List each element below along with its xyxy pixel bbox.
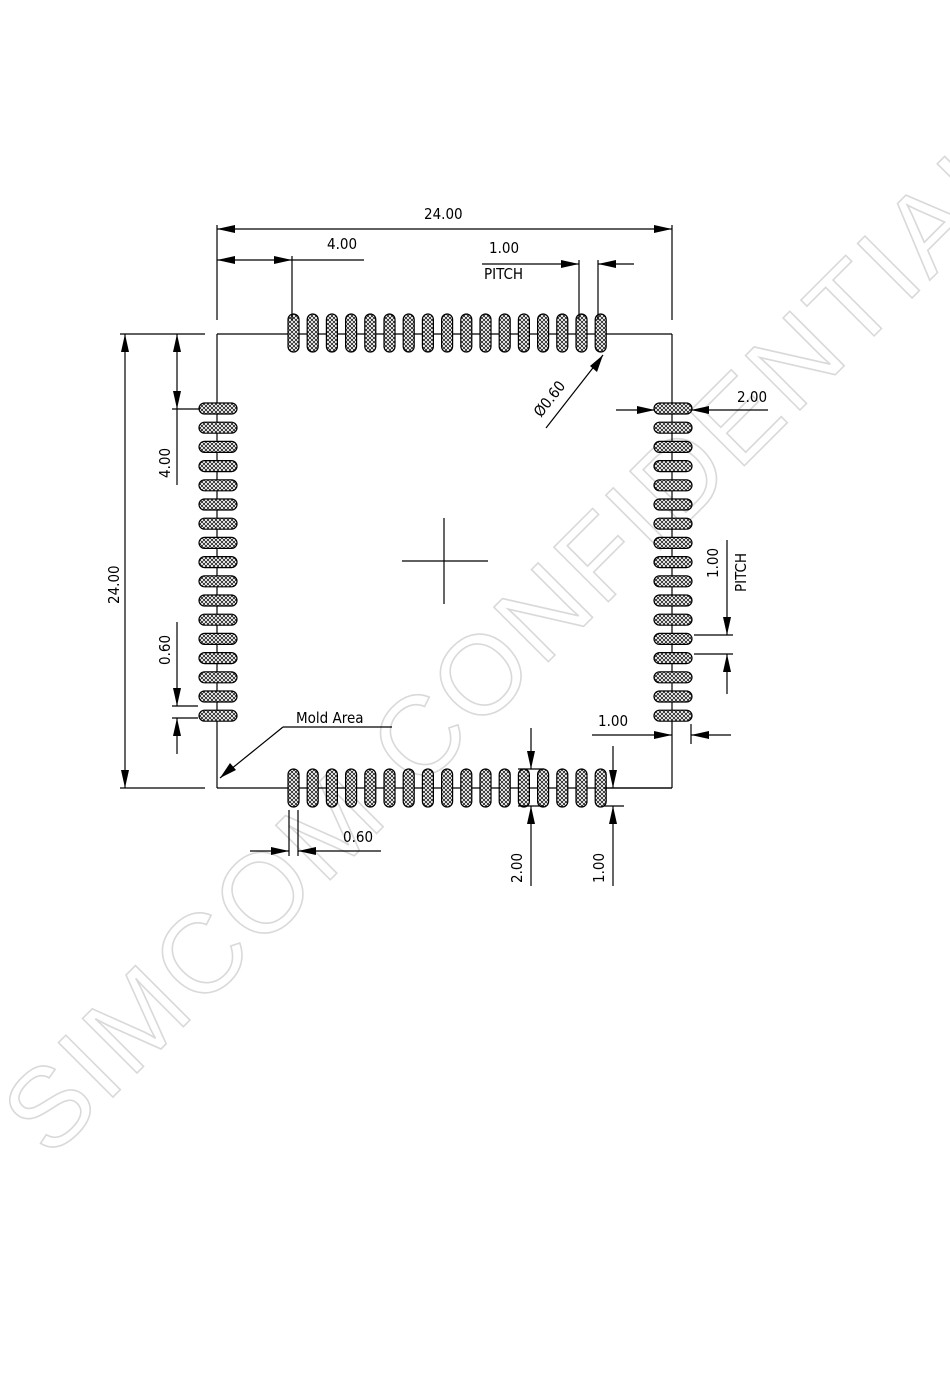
pad-bottom bbox=[384, 769, 395, 807]
dim-top-pitch-word: PITCH bbox=[484, 265, 523, 283]
pad-bottom bbox=[365, 769, 376, 807]
pad-left bbox=[199, 441, 237, 452]
dim-top-pitch-label: 1.00 bbox=[489, 239, 519, 257]
dim-top-offset: 4.00 bbox=[217, 235, 364, 320]
pad-bottom bbox=[346, 769, 357, 807]
dim-right-pad-length-label: 2.00 bbox=[737, 388, 767, 406]
dim-bottom-pad-length-label: 2.00 bbox=[508, 853, 526, 883]
pad-bottom bbox=[499, 769, 510, 807]
pad-top bbox=[422, 314, 433, 352]
pad-top bbox=[576, 314, 587, 352]
dim-bottom-edge-gap: 1.00 bbox=[590, 746, 672, 886]
pad-bottom bbox=[307, 769, 318, 807]
dim-right-pitch: 1.00 PITCH bbox=[694, 540, 750, 694]
pad-right bbox=[654, 441, 692, 452]
pad-top bbox=[518, 314, 529, 352]
dim-right-edge-gap-label: 1.00 bbox=[598, 712, 628, 730]
mold-area-label: Mold Area bbox=[296, 709, 364, 727]
pads-left-column bbox=[199, 403, 237, 721]
pad-bottom bbox=[288, 769, 299, 807]
pad-bottom bbox=[480, 769, 491, 807]
dim-top-pitch: 1.00 PITCH bbox=[482, 239, 634, 320]
pad-left bbox=[199, 672, 237, 683]
pad-left bbox=[199, 614, 237, 625]
pads-top-row bbox=[288, 314, 606, 352]
pad-top bbox=[557, 314, 568, 352]
dim-right-pitch-label: 1.00 bbox=[704, 548, 722, 578]
pad-top bbox=[595, 314, 606, 352]
pad-right bbox=[654, 595, 692, 606]
pad-top bbox=[365, 314, 376, 352]
pad-right bbox=[654, 557, 692, 568]
pad-bottom bbox=[326, 769, 337, 807]
pads-bottom-row bbox=[288, 769, 606, 807]
pad-right bbox=[654, 537, 692, 548]
dim-left-pad-width: 0.60 bbox=[156, 622, 198, 754]
dim-right-pitch-word: PITCH bbox=[732, 553, 750, 592]
dim-left-pad-width-label: 0.60 bbox=[156, 635, 174, 665]
pad-left bbox=[199, 653, 237, 664]
pad-top bbox=[442, 314, 453, 352]
dim-left-offset: 4.00 bbox=[156, 334, 200, 485]
dim-overall-height-label: 24.00 bbox=[105, 565, 123, 604]
pad-left bbox=[199, 422, 237, 433]
pad-top bbox=[480, 314, 491, 352]
dim-bottom-pad-width-label: 0.60 bbox=[343, 828, 373, 846]
pad-right bbox=[654, 403, 692, 414]
dim-overall-width: 24.00 bbox=[217, 205, 672, 320]
pad-left bbox=[199, 480, 237, 491]
pad-left bbox=[199, 691, 237, 702]
dim-pad-diameter-label: Ø0.60 bbox=[530, 377, 569, 420]
pad-bottom bbox=[538, 769, 549, 807]
pad-left bbox=[199, 461, 237, 472]
pad-top bbox=[307, 314, 318, 352]
pad-bottom bbox=[403, 769, 414, 807]
pad-right bbox=[654, 614, 692, 625]
pad-bottom bbox=[461, 769, 472, 807]
pad-bottom bbox=[422, 769, 433, 807]
pad-left bbox=[199, 537, 237, 548]
dim-overall-height: 24.00 bbox=[105, 334, 205, 788]
pad-right bbox=[654, 518, 692, 529]
pads-right-column bbox=[654, 403, 692, 721]
pad-bottom bbox=[576, 769, 587, 807]
pad-right bbox=[654, 422, 692, 433]
pad-left bbox=[199, 710, 237, 721]
pad-right bbox=[654, 672, 692, 683]
dim-left-offset-label: 4.00 bbox=[156, 448, 174, 478]
pad-right bbox=[654, 653, 692, 664]
pad-left bbox=[199, 499, 237, 510]
pad-right bbox=[654, 691, 692, 702]
pad-left bbox=[199, 633, 237, 644]
pad-right bbox=[654, 461, 692, 472]
pad-right bbox=[654, 480, 692, 491]
pad-bottom bbox=[442, 769, 453, 807]
pad-top bbox=[288, 314, 299, 352]
dim-bottom-edge-gap-label: 1.00 bbox=[590, 853, 608, 883]
pad-top bbox=[499, 314, 510, 352]
pad-top bbox=[326, 314, 337, 352]
pad-left bbox=[199, 557, 237, 568]
pad-top bbox=[403, 314, 414, 352]
pad-bottom bbox=[518, 769, 529, 807]
pad-left bbox=[199, 518, 237, 529]
watermark-text: SIMCOM CONFIDENTIAL FILE bbox=[0, 0, 950, 1177]
pad-top bbox=[384, 314, 395, 352]
pad-left bbox=[199, 403, 237, 414]
dim-overall-width-label: 24.00 bbox=[424, 205, 463, 223]
pad-right bbox=[654, 499, 692, 510]
dim-top-offset-label: 4.00 bbox=[327, 235, 357, 253]
dim-pad-diameter: Ø0.60 bbox=[530, 355, 603, 428]
pad-right bbox=[654, 576, 692, 587]
pad-bottom bbox=[557, 769, 568, 807]
pad-top bbox=[538, 314, 549, 352]
pad-left bbox=[199, 595, 237, 606]
pad-top bbox=[461, 314, 472, 352]
pad-right bbox=[654, 710, 692, 721]
pad-left bbox=[199, 576, 237, 587]
pad-right bbox=[654, 633, 692, 644]
pad-top bbox=[346, 314, 357, 352]
